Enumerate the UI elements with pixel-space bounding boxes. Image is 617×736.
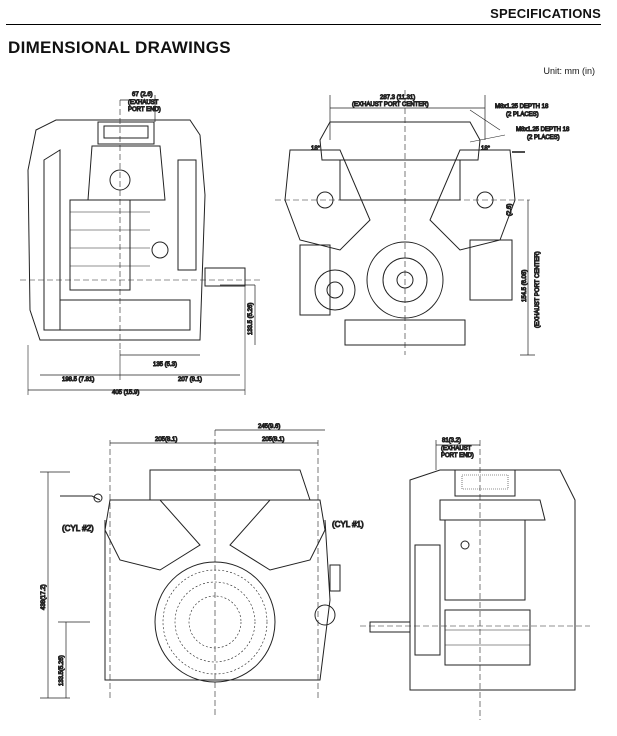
side-left-dim-135: 135 (5.3) [153,362,177,368]
cyl-1-label: (CYL #1) [332,520,364,529]
front-bottom-dim-205-right: 205(8.1) [262,437,284,443]
front-bottom-dim-133: 133.5(5.26) [59,655,65,686]
front-view-top [275,90,535,356]
front-top-dim-small: (2.6) [507,204,513,216]
unit-note: Unit: mm (in) [543,66,596,76]
front-top-bolt2: M8x1.25 DEPTH 18 [516,127,570,133]
page-title: DIMENSIONAL DRAWINGS [8,38,231,57]
front-top-dim-width-sub: (EXHAUST PORT CENTER) [352,102,429,108]
side-left-dim-198: 198.5 (7.81) [62,377,94,383]
section-header: SPECIFICATIONS [490,6,601,21]
side-left-dim-405: 405 (15.9) [112,390,139,396]
side-right-exhaust-2: PORT END) [441,453,474,459]
side-view-right [360,440,590,720]
front-top-dim-height: 154.5 (6.08) [522,270,528,302]
side-right-exhaust-1: (EXHAUST [441,446,472,452]
front-bottom-dim-205-left: 205(8.1) [155,437,177,443]
side-left-dim-207: 207 (8.1) [178,377,202,383]
front-bottom-dim-245: 245(9.6) [258,424,280,430]
cyl-2-label: (CYL #2) [62,524,94,533]
front-top-dim-width: 287.3 (11.31) [380,95,415,101]
side-left-dim-top: 67 (2.6) [132,92,153,98]
side-right-dim-top: 81(3.2) [442,438,461,444]
front-view-bottom [40,429,341,715]
front-top-bolt1-sub: (2 PLACES) [506,112,539,118]
front-top-dim-height-sub: (EXHAUST PORT CENTER) [535,251,541,328]
front-top-bolt1: M8x1.25 DEPTH 18 [495,104,549,110]
side-left-exhaust-1: (EXHAUST [128,100,159,106]
side-view-left [20,95,260,395]
header-rule [6,24,601,25]
front-top-bolt2-sub: (2 PLACES) [527,135,560,141]
side-left-dim-height: 133.5 (5.26) [248,303,254,335]
front-bottom-dim-438: 438(17.2) [41,584,47,610]
side-left-exhaust-2: PORT END) [128,107,161,113]
front-top-angle-left: 18° [311,146,321,152]
front-top-angle-right: 18° [481,146,491,152]
